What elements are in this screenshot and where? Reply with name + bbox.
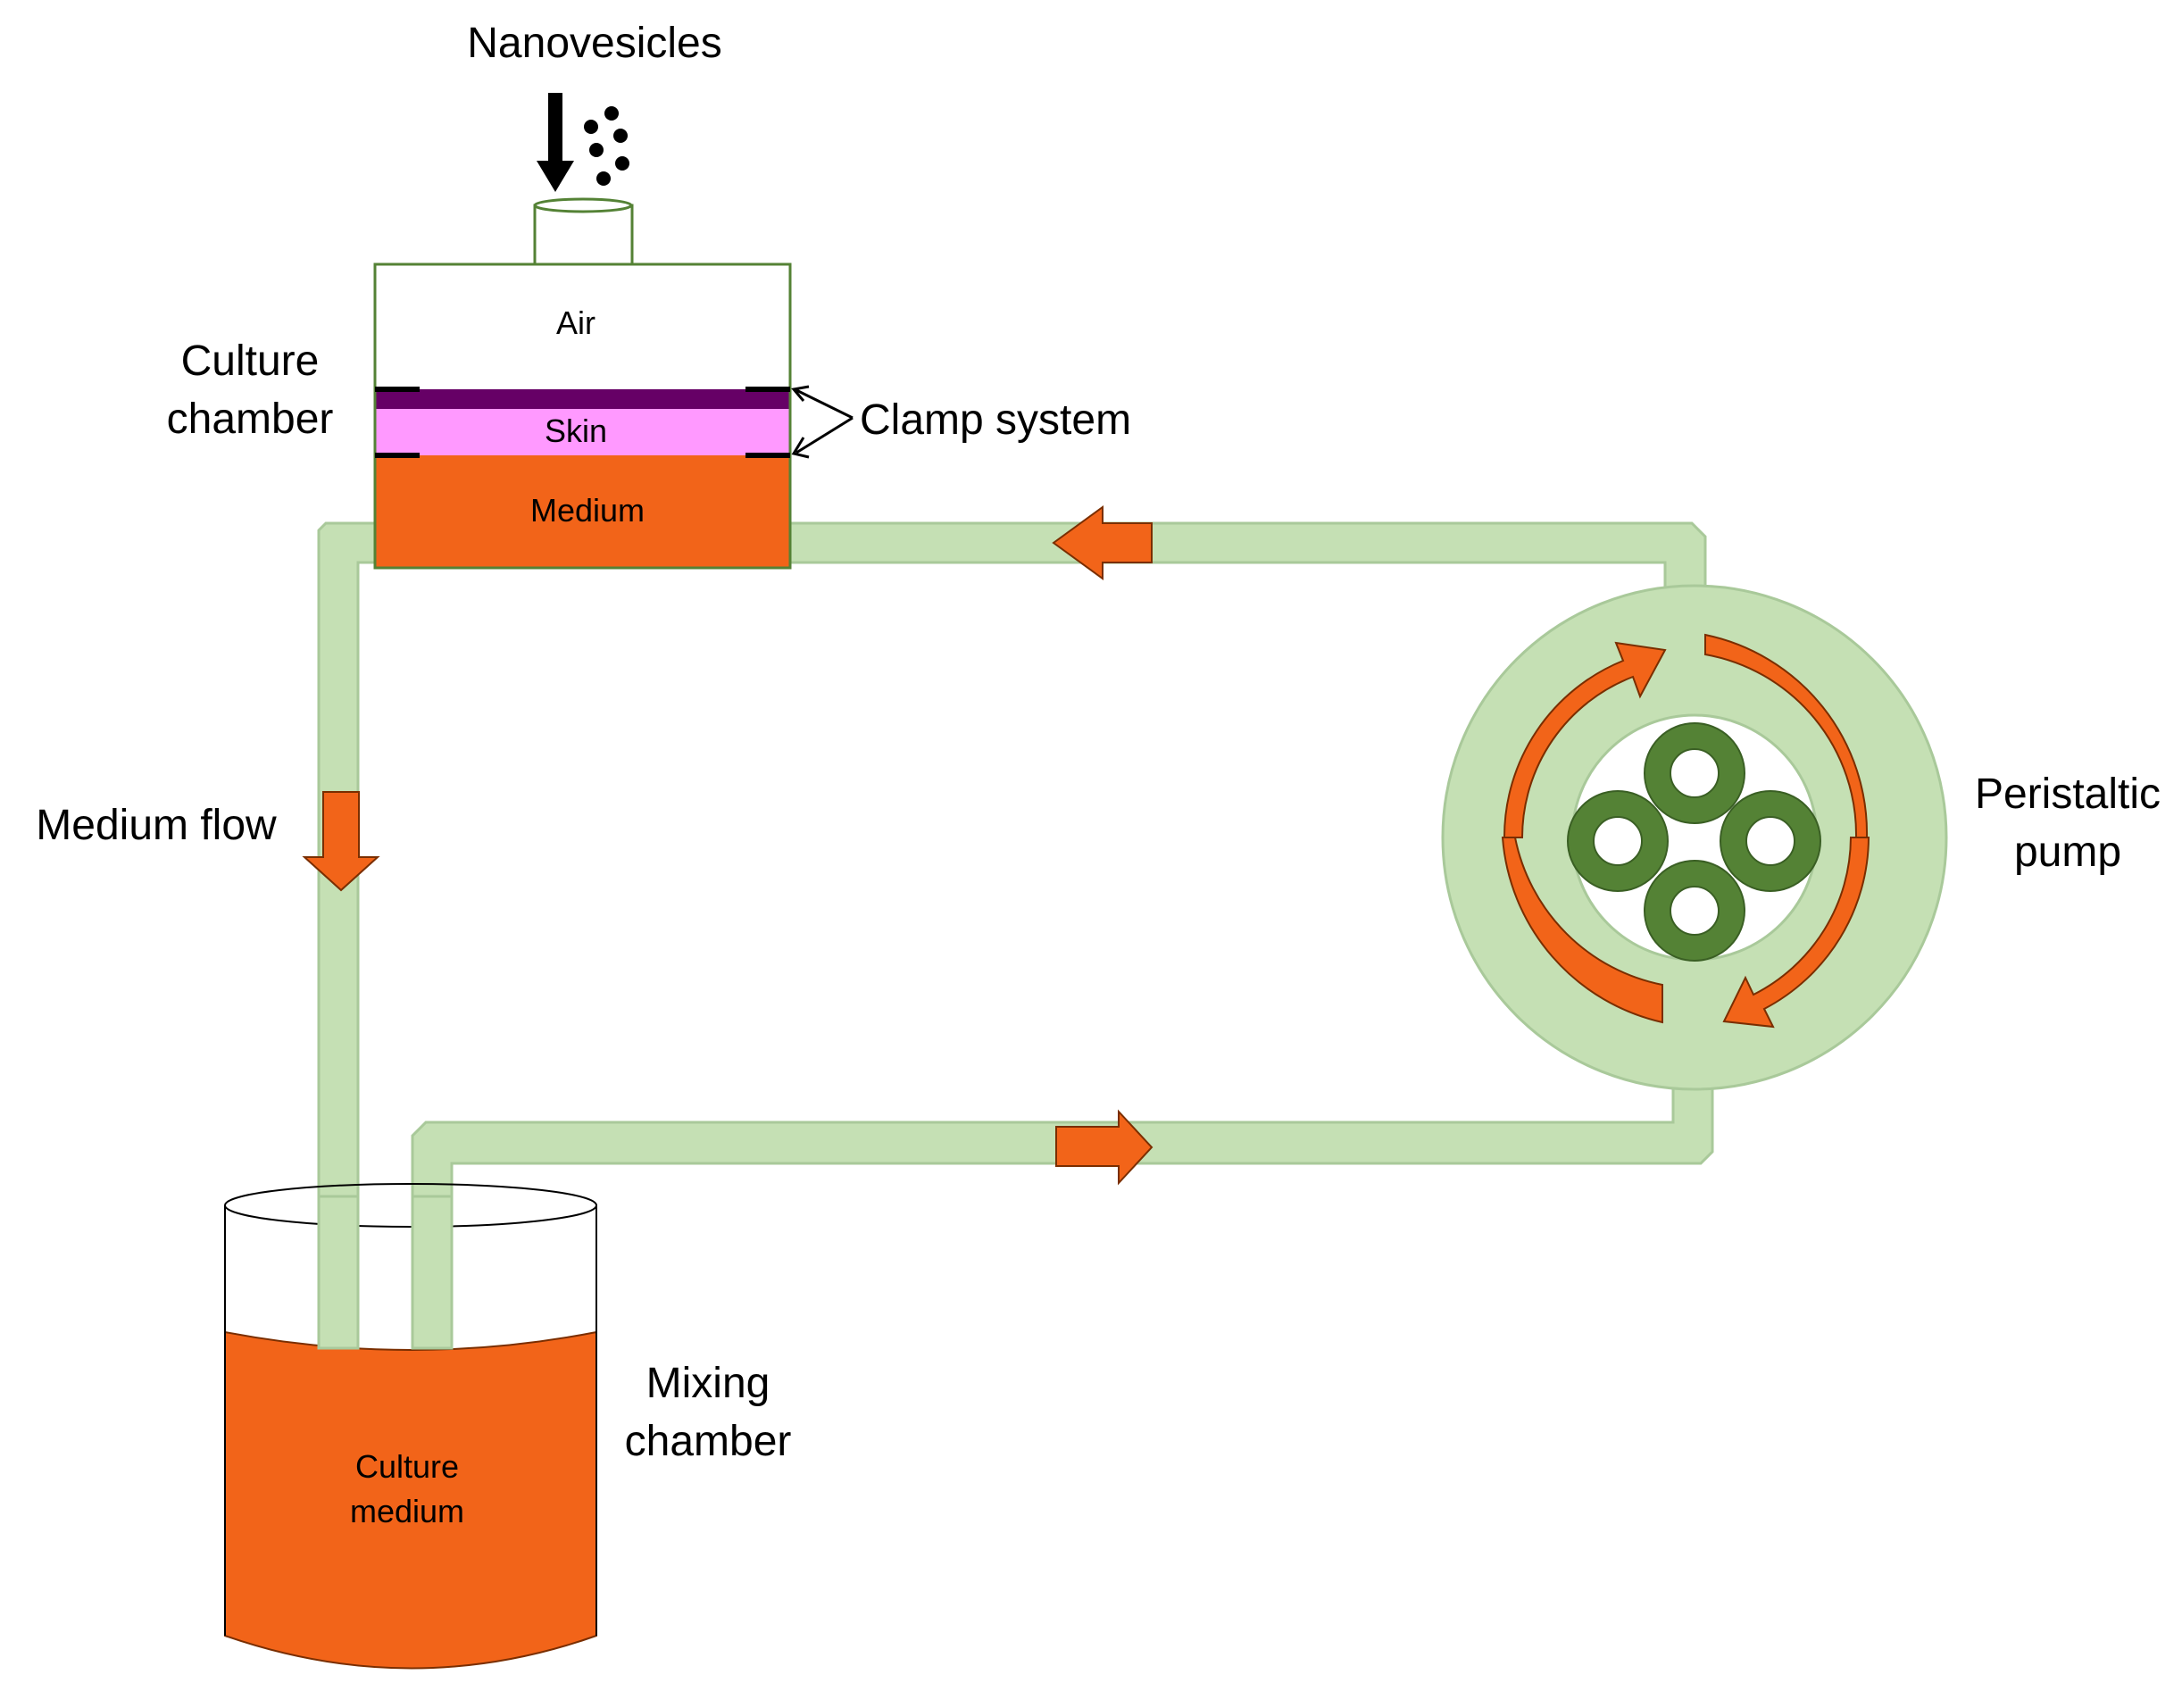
roller-hole xyxy=(1670,886,1720,936)
roller-hole xyxy=(1670,748,1720,798)
tube-mixing-to-pump xyxy=(411,1083,1714,1352)
clamp-callout-arrowhead-upper xyxy=(791,385,810,402)
mixing-chamber-label-line2: chamber xyxy=(625,1418,792,1465)
nanovesicle-input xyxy=(537,93,629,192)
mixing-chamber-rim xyxy=(224,1183,597,1228)
clamp-callout-arrowhead-lower xyxy=(791,437,810,459)
mixing-chamber-label-line1: Mixing xyxy=(646,1360,770,1407)
culture-chamber-body-border xyxy=(373,262,792,570)
vesicle-dot xyxy=(615,156,629,171)
vesicle-dot xyxy=(613,129,628,143)
mixing-chamber xyxy=(224,1183,597,1670)
clamp-callout xyxy=(791,385,854,459)
rotation-arrow-bottom-right xyxy=(1722,837,1870,1029)
clamps xyxy=(375,387,790,458)
flow-arrows xyxy=(302,505,1153,1186)
culture-chamber xyxy=(373,197,792,570)
culture-chamber-neck-opening xyxy=(533,197,633,213)
nanovesicles-label: Nanovesicles xyxy=(467,20,721,67)
peristaltic-pump-label-line1: Peristaltic xyxy=(1975,771,2161,818)
culture-medium-label-line2: medium xyxy=(350,1493,464,1529)
peristaltic-pump xyxy=(1441,584,1948,1091)
roller-hole xyxy=(1593,816,1643,866)
nanovesicle-arrow-shaft xyxy=(548,93,562,164)
vesicle-dot xyxy=(584,120,598,134)
peristaltic-pump-label-line2: pump xyxy=(2014,829,2121,876)
clamp-callout-line-upper xyxy=(795,388,854,420)
pump-rotation-arrows xyxy=(1501,633,1870,1029)
rotation-arrow-top-left xyxy=(1503,641,1667,838)
rotation-arrow-bottom-left xyxy=(1501,837,1663,1024)
tube-inlet-in-mixing xyxy=(317,1195,360,1350)
culture-chamber-label-line1: Culture xyxy=(181,337,320,385)
clamp-system-label: Clamp system xyxy=(860,396,1131,444)
air-label: Air xyxy=(556,304,595,341)
vesicle-dot xyxy=(596,171,611,186)
culture-chamber-label-line2: chamber xyxy=(167,396,334,443)
flow-arrow-down xyxy=(302,791,380,892)
pump-roller-holes xyxy=(1593,748,1795,936)
skin-layer xyxy=(376,409,789,455)
vesicle-dot xyxy=(589,143,604,157)
tube-outlet-in-mixing xyxy=(411,1195,454,1350)
medium-flow-label: Medium flow xyxy=(36,802,277,849)
tube-chamber-to-pump xyxy=(788,521,1707,596)
medium-label: Medium xyxy=(530,492,645,529)
clamp-callout-line-lower xyxy=(795,416,854,454)
culture-medium-label-line1: Culture xyxy=(355,1448,459,1485)
flow-arrow-left xyxy=(1052,505,1153,580)
skin-top-membrane xyxy=(376,389,789,409)
vesicle-dot xyxy=(604,106,619,121)
flow-arrow-right xyxy=(1055,1109,1153,1186)
chamber-medium-layer xyxy=(376,455,789,567)
nanovesicle-arrow-head xyxy=(537,161,574,192)
nanovesicle-dots xyxy=(584,106,629,186)
skin-label: Skin xyxy=(545,412,607,449)
roller-hole xyxy=(1745,816,1795,866)
